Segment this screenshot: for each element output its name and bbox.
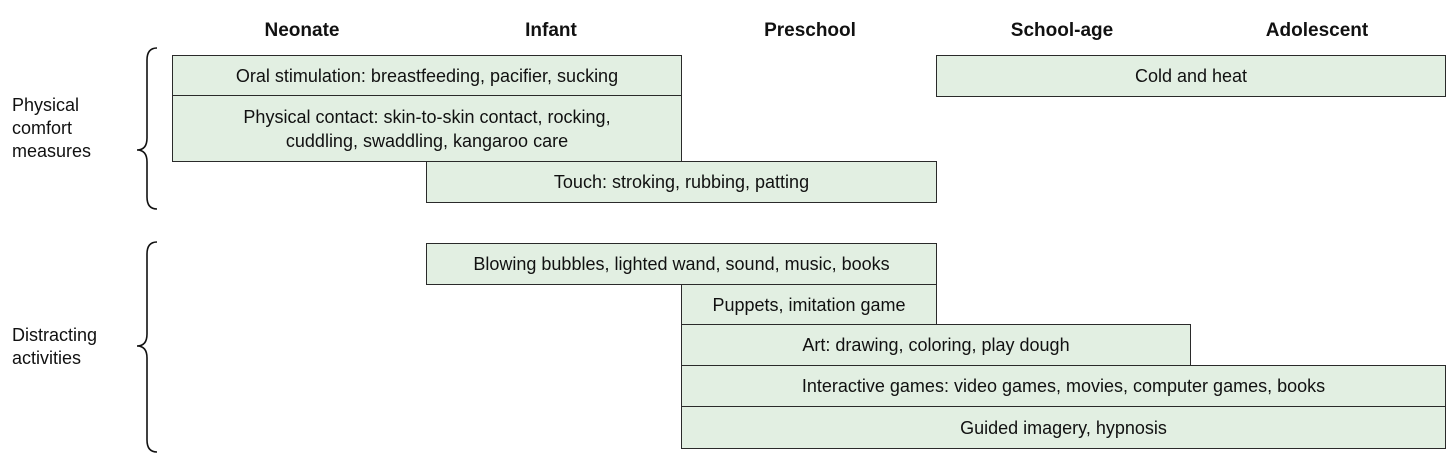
bar-text-line: Blowing bubbles, lighted wand, sound, mu… [473, 254, 890, 274]
bar-art: Art: drawing, coloring, play dough [681, 324, 1191, 366]
bar-guided-imagery: Guided imagery, hypnosis [681, 406, 1446, 449]
bar-physical-contact: Physical contact: skin-to-skin contact, … [172, 95, 682, 162]
bar-text-line: Art: drawing, coloring, play dough [802, 335, 1070, 355]
physical-comfort-brace [136, 47, 158, 210]
group-label-physical-comfort: Physical comfort measures [12, 94, 91, 163]
group-label-line: comfort [12, 118, 73, 138]
column-header-neonate: Neonate [264, 20, 340, 41]
bar-text-line: cuddling, swaddling, kangaroo care [285, 130, 569, 151]
column-header-adolescent: Adolescent [1265, 20, 1369, 41]
group-label-distracting-activities: Distracting activities [12, 324, 97, 370]
distracting-activities-brace [136, 241, 158, 453]
bar-text-line: Guided imagery, hypnosis [960, 417, 1167, 438]
group-label-line: Distracting [12, 325, 98, 345]
bar-puppets: Puppets, imitation game [681, 284, 937, 325]
column-header-preschool: Preschool [764, 20, 856, 41]
bar-cold-and-heat: Cold and heat [936, 55, 1446, 97]
column-header-infant: Infant [525, 20, 577, 41]
group-braces [136, 47, 158, 453]
column-header-school-age: School-age [1010, 20, 1114, 41]
group-label-line: activities [12, 348, 82, 368]
bar-text-line: Physical contact: skin-to-skin contact, … [243, 106, 611, 127]
bar-text-line: Puppets, imitation game [712, 294, 906, 315]
bar-oral-stimulation: Oral stimulation: breastfeeding, pacifie… [172, 55, 682, 96]
bar-text-line: Cold and heat [1134, 66, 1248, 86]
bar-text-line: Touch: stroking, rubbing, patting [553, 172, 810, 192]
bar-text-line: Oral stimulation: breastfeeding, pacifie… [235, 65, 619, 86]
bar-blowing-bubbles: Blowing bubbles, lighted wand, sound, mu… [426, 243, 937, 285]
bar-interactive-games: Interactive games: video games, movies, … [681, 365, 1446, 407]
group-label-line: measures [12, 141, 92, 161]
group-label-line: Physical [12, 95, 80, 115]
bar-text-line: Interactive games: video games, movies, … [801, 376, 1326, 396]
bar-touch: Touch: stroking, rubbing, patting [426, 161, 937, 203]
